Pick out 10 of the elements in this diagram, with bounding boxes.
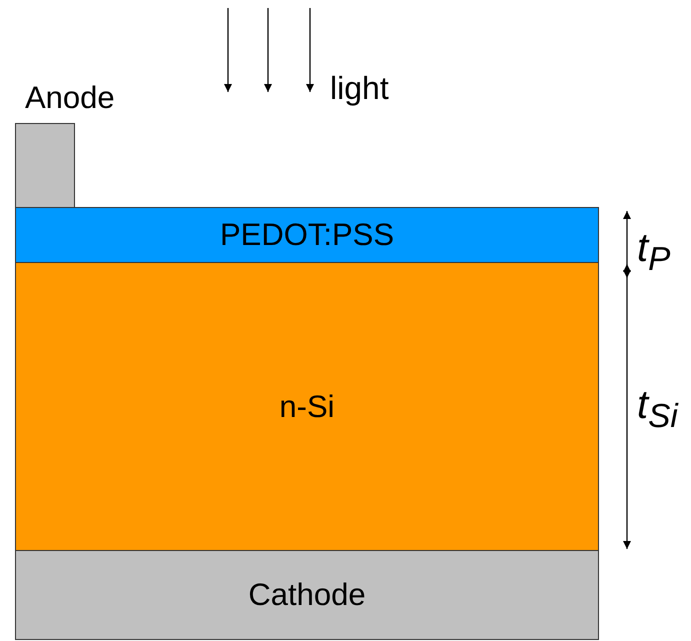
- layer-label: PEDOT:PSS: [220, 217, 394, 253]
- light-label: light: [330, 70, 389, 107]
- layer-band: [15, 550, 599, 640]
- electrode-label: Anode: [25, 80, 115, 116]
- layer-label: Cathode: [248, 577, 366, 613]
- thickness-label: t$_{Si}$: [637, 383, 678, 436]
- thickness-label: t$_{P}$: [637, 226, 670, 279]
- layer-label: n-Si: [279, 388, 335, 424]
- layer-band: [15, 262, 599, 551]
- layer-band: [15, 207, 599, 263]
